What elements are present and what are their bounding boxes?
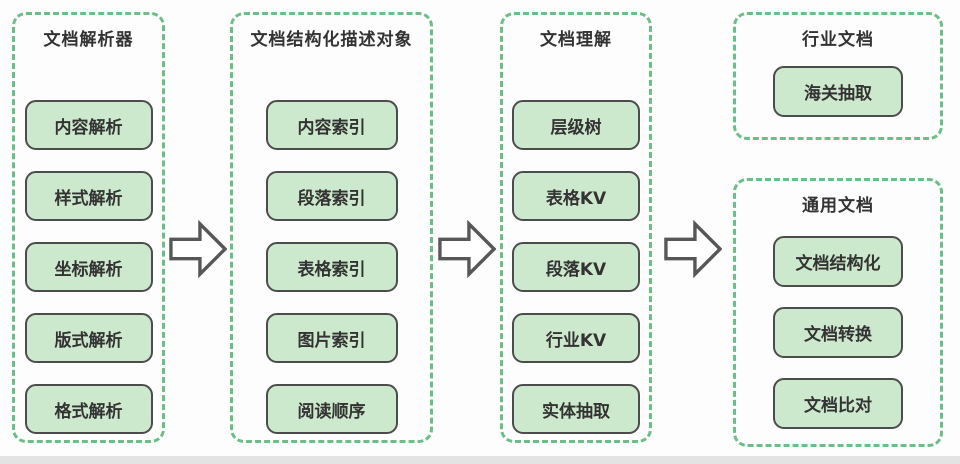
arrow-right-icon [168,219,227,279]
diagram-node: 样式解析 [24,171,153,221]
bottom-edge-strip [0,456,960,464]
node-list: 层级树 表格KV 段落KV 行业KV 实体抽取 [512,100,640,434]
diagram-node: 表格KV [512,171,640,221]
panel-title: 文档解析器 [43,30,134,50]
panel-structured-description: 文档结构化描述对象 内容索引 段落索引 表格索引 图片索引 阅读顺序 [230,12,433,443]
arrow-right-icon [437,219,496,279]
node-list: 内容索引 段落索引 表格索引 图片索引 阅读顺序 [265,100,398,434]
diagram-node: 层级树 [512,100,640,150]
diagram-node: 文档比对 [773,378,903,429]
diagram-node: 内容解析 [24,100,153,150]
diagram-node: 阅读顺序 [265,384,398,434]
diagram-node: 行业KV [512,313,640,363]
flow-arrow [165,12,230,280]
flow-arrow [433,12,500,280]
diagram-node: 段落索引 [265,171,398,221]
panel-title: 行业文档 [802,30,874,50]
flow-arrow [652,12,733,280]
diagram-node: 段落KV [512,242,640,292]
panel-document-parser: 文档解析器 内容解析 样式解析 坐标解析 版式解析 格式解析 [12,12,165,443]
diagram-node: 版式解析 [24,313,153,363]
diagram-node: 文档结构化 [773,236,903,287]
node-list: 海关抽取 [773,66,903,117]
panel-title: 通用文档 [802,196,874,216]
diagram-node: 内容索引 [265,100,398,150]
panel-general-documents: 通用文档 文档结构化 文档转换 文档比对 [733,178,943,447]
diagram-node: 坐标解析 [24,242,153,292]
diagram-node: 文档转换 [773,307,903,358]
node-list: 文档结构化 文档转换 文档比对 [773,236,903,429]
output-column: 行业文档 海关抽取 通用文档 文档结构化 文档转换 文档比对 [733,12,943,447]
panel-industry-documents: 行业文档 海关抽取 [733,12,943,140]
panel-document-understanding: 文档理解 层级树 表格KV 段落KV 行业KV 实体抽取 [500,12,652,443]
diagram-node: 表格索引 [265,242,398,292]
arrow-right-icon [663,219,722,279]
diagram-node: 格式解析 [24,384,153,434]
panel-title: 文档理解 [540,30,612,50]
node-list: 内容解析 样式解析 坐标解析 版式解析 格式解析 [24,100,153,434]
panel-title: 文档结构化描述对象 [250,30,413,50]
diagram-node: 图片索引 [265,313,398,363]
diagram-node: 实体抽取 [512,384,640,434]
diagram-node: 海关抽取 [773,66,903,117]
